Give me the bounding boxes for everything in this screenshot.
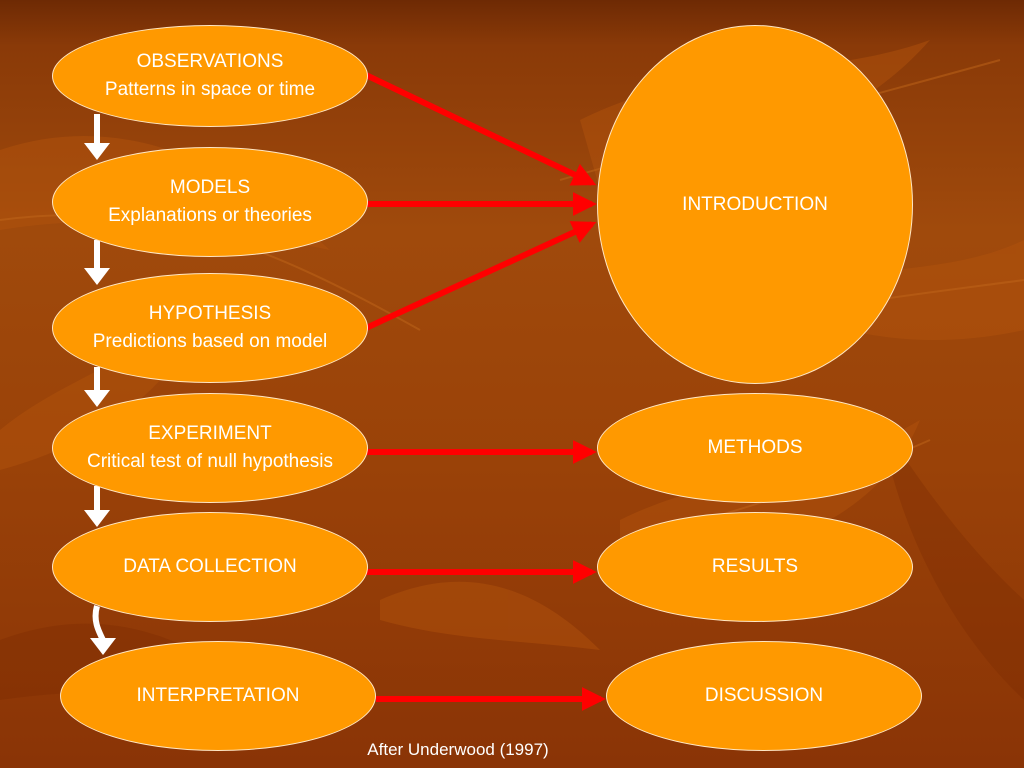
section-introduction: INTRODUCTION (597, 25, 913, 384)
section-results: RESULTS (597, 512, 913, 622)
step-data-collection-title: DATA COLLECTION (123, 556, 297, 577)
step-observations-title: OBSERVATIONS (136, 51, 284, 72)
step-data-collection: DATA COLLECTION (52, 512, 368, 622)
section-introduction-label: INTRODUCTION (682, 193, 828, 215)
section-methods: METHODS (597, 393, 913, 503)
step-interpretation-title: INTERPRETATION (136, 685, 300, 706)
step-interpretation: INTERPRETATION (60, 641, 376, 751)
step-experiment: EXPERIMENT Critical test of null hypothe… (52, 393, 368, 503)
step-models-subtitle: Explanations or theories (108, 205, 312, 226)
arrow-observations-to-introduction (364, 72, 597, 186)
step-observations: OBSERVATIONS Patterns in space or time (52, 25, 368, 127)
source-caption: After Underwood (1997) (367, 740, 549, 759)
flow-arrow-1 (84, 114, 110, 160)
flow-arrow-2 (84, 240, 110, 285)
step-models: MODELS Explanations or theories (52, 147, 368, 257)
section-discussion-label: DISCUSSION (704, 685, 824, 706)
section-results-label: RESULTS (711, 556, 799, 577)
step-hypothesis-title: HYPOTHESIS (148, 303, 272, 324)
flow-arrow-5 (90, 605, 116, 655)
flow-arrow-3 (84, 367, 110, 407)
section-methods-label: METHODS (707, 437, 803, 458)
step-hypothesis-subtitle: Predictions based on model (92, 331, 328, 352)
step-experiment-subtitle: Critical test of null hypothesis (86, 451, 334, 472)
step-hypothesis: HYPOTHESIS Predictions based on model (52, 273, 368, 383)
section-discussion: DISCUSSION (606, 641, 922, 751)
arrow-hypothesis-to-introduction (364, 221, 597, 331)
white-flow-arrows (84, 114, 116, 655)
step-observations-subtitle: Patterns in space or time (104, 79, 316, 100)
red-connector-arrows (364, 72, 606, 711)
step-models-title: MODELS (169, 177, 251, 198)
step-experiment-title: EXPERIMENT (148, 423, 272, 444)
flow-arrow-4 (84, 486, 110, 527)
